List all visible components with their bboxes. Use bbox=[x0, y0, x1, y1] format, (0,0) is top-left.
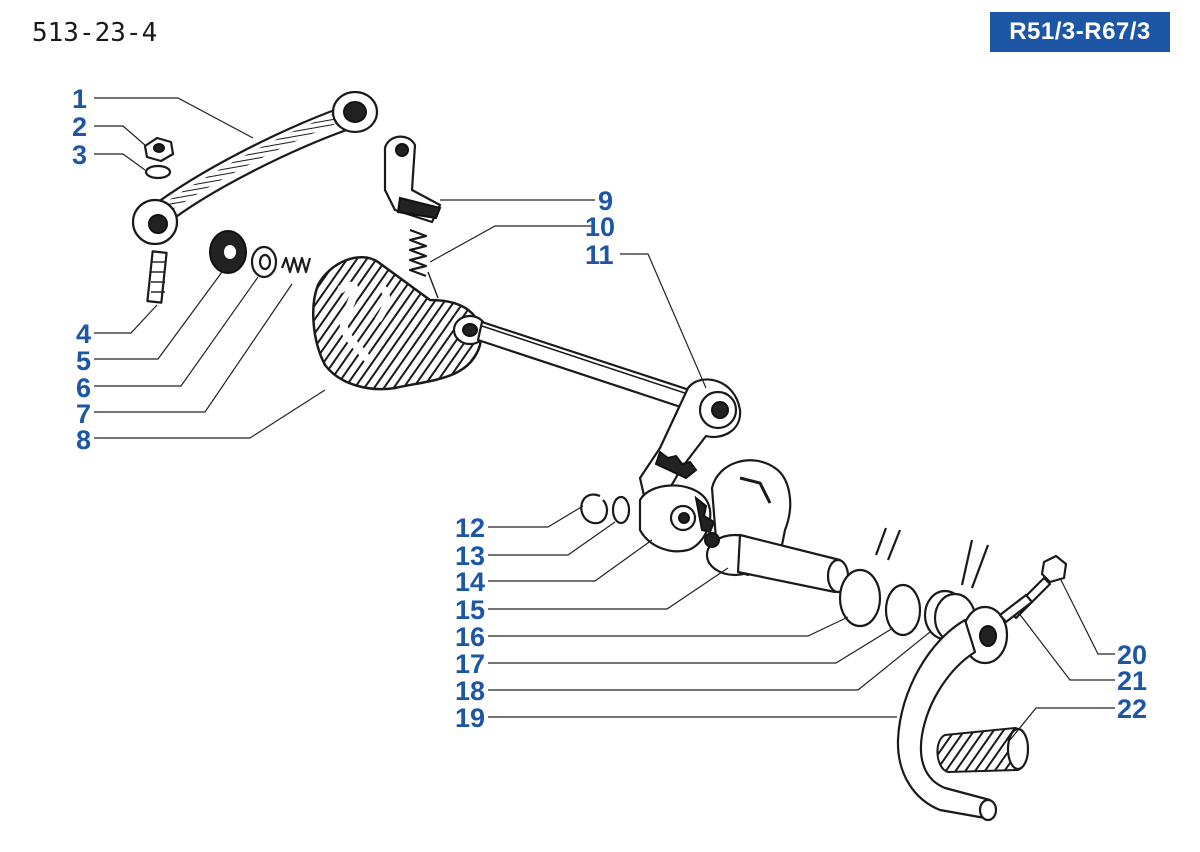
part-circlip bbox=[580, 493, 608, 525]
callout-9: 9 bbox=[598, 186, 613, 216]
part-seal-ring bbox=[838, 527, 902, 628]
callout-5: 5 bbox=[76, 346, 91, 376]
callout-8: 8 bbox=[76, 425, 91, 455]
model-badge: R51/3-R67/3 bbox=[990, 12, 1170, 52]
part-shift-plate bbox=[312, 256, 722, 420]
callout-19: 19 bbox=[455, 703, 485, 733]
callout-6: 6 bbox=[76, 373, 91, 403]
callout-2: 2 bbox=[72, 112, 87, 142]
part-rubber-bush bbox=[209, 230, 247, 274]
callout-15: 15 bbox=[455, 595, 485, 625]
callout-21: 21 bbox=[1117, 666, 1147, 696]
part-nut bbox=[143, 136, 175, 163]
part-linkage-rod bbox=[131, 90, 379, 246]
part-pawl-lever bbox=[383, 135, 442, 224]
part-spring-small bbox=[280, 256, 312, 274]
part-threaded-stud bbox=[146, 250, 168, 304]
part-pin bbox=[998, 593, 1034, 624]
callout-12: 12 bbox=[455, 513, 485, 543]
callout-7: 7 bbox=[76, 399, 91, 429]
callout-16: 16 bbox=[455, 622, 485, 652]
callout-18: 18 bbox=[455, 676, 485, 706]
part-footpeg-rubber bbox=[936, 726, 1030, 774]
document-code: 513-23-4 bbox=[32, 18, 158, 48]
part-shift-drum bbox=[704, 459, 850, 594]
leader-lines bbox=[94, 97, 1115, 741]
part-gear-lever bbox=[896, 605, 1009, 822]
callout-10: 10 bbox=[585, 212, 615, 242]
part-washer-small bbox=[144, 164, 172, 180]
callout-4: 4 bbox=[76, 319, 91, 349]
callout-20: 20 bbox=[1117, 640, 1147, 670]
part-washer bbox=[250, 245, 278, 279]
part-selector-sector bbox=[638, 378, 742, 503]
part-o-ring bbox=[884, 583, 922, 637]
callout-3: 3 bbox=[72, 140, 87, 170]
callout-1: 1 bbox=[72, 84, 87, 114]
callout-13: 13 bbox=[455, 541, 485, 571]
callout-17: 17 bbox=[455, 649, 485, 679]
callout-14: 14 bbox=[455, 567, 485, 597]
part-cam-segment bbox=[638, 484, 716, 553]
part-washer-thin bbox=[611, 495, 631, 525]
part-spring bbox=[408, 228, 439, 299]
callout-11: 11 bbox=[585, 240, 614, 270]
callout-22: 22 bbox=[1117, 694, 1147, 724]
